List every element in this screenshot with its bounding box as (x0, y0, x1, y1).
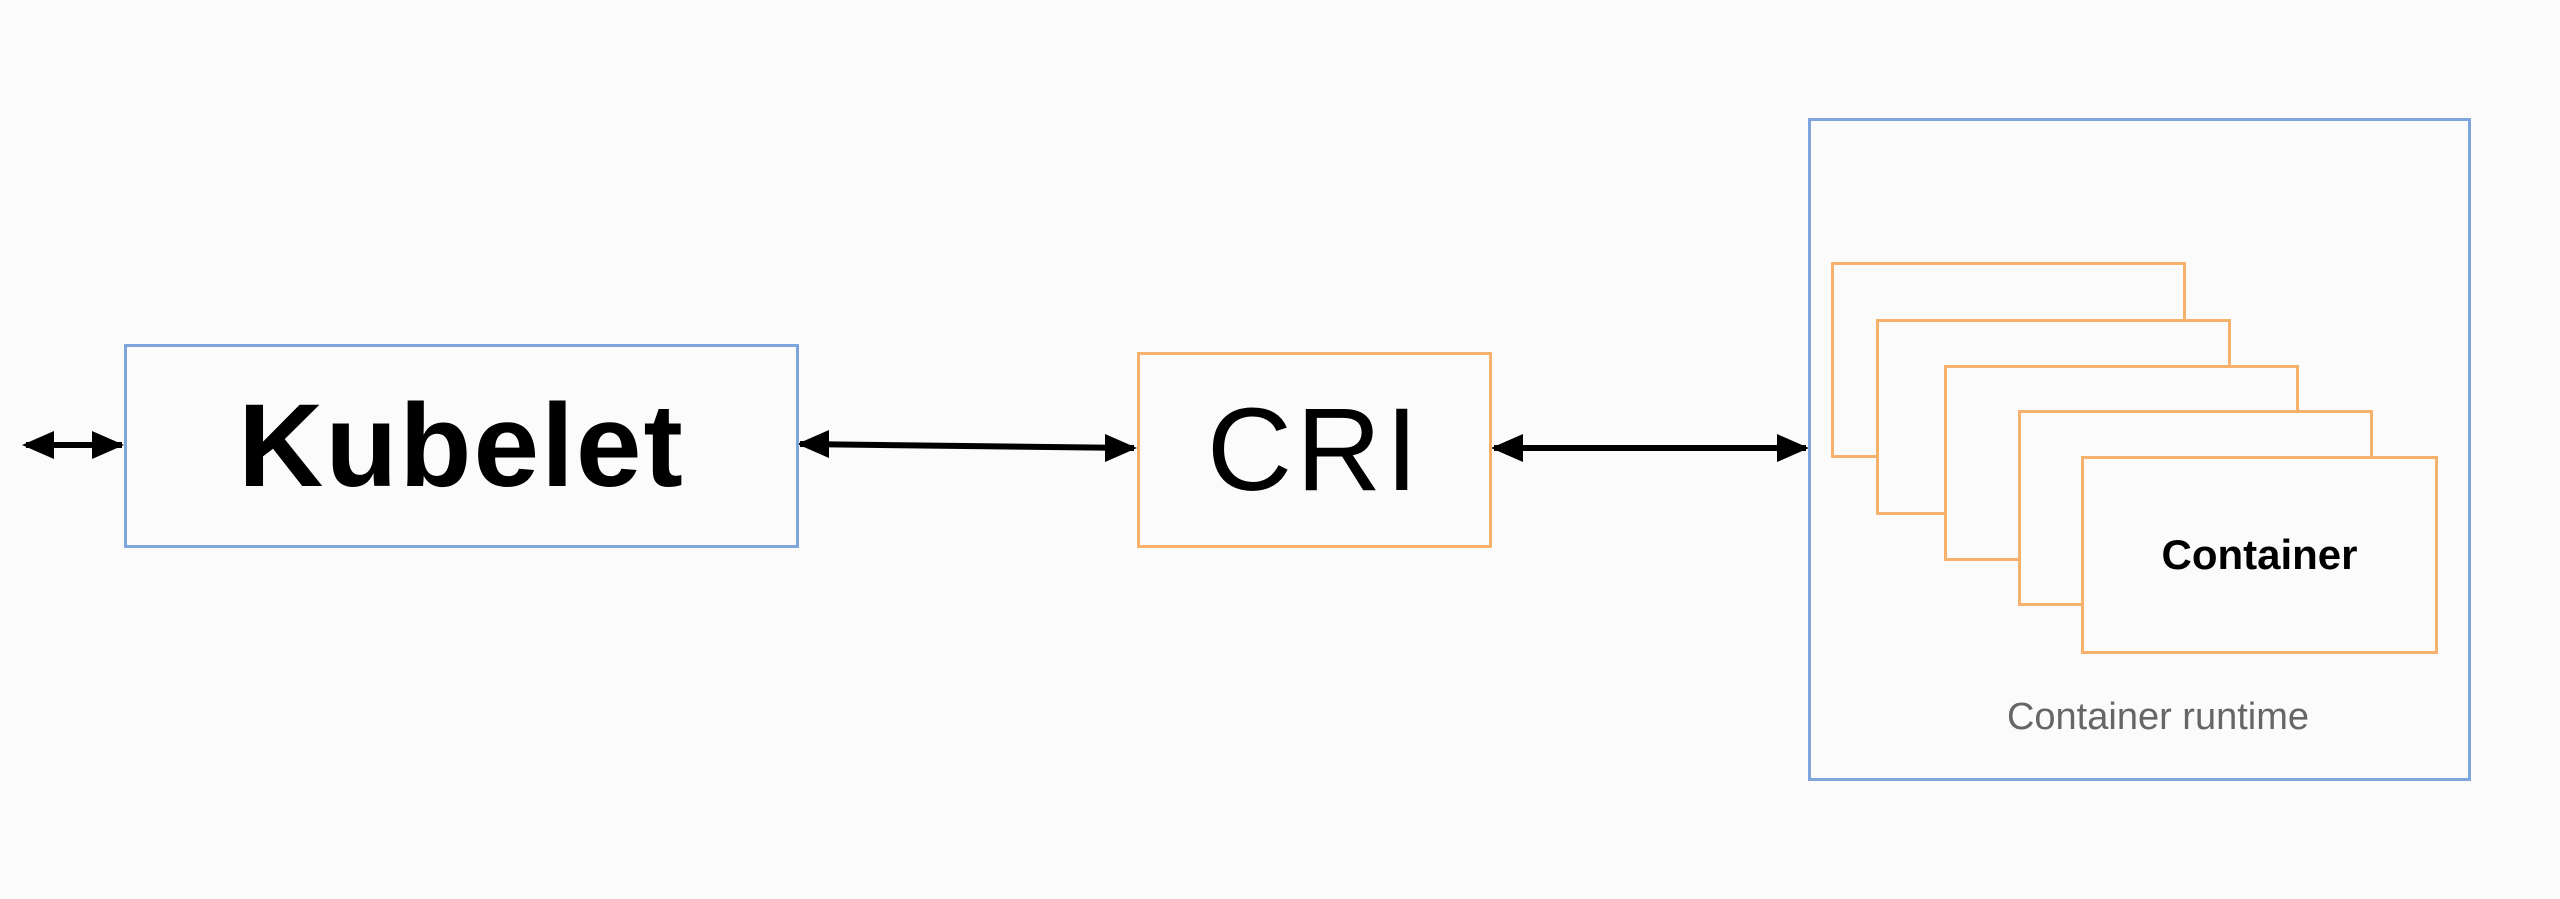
kubelet-label: Kubelet (238, 380, 685, 512)
container-runtime-label: Container runtime (2006, 696, 2310, 738)
cri-runtime-arrowhead-left (1491, 434, 1523, 462)
kubelet-box: Kubelet (124, 344, 799, 548)
container-runtime-box (1808, 118, 2471, 781)
external-arrowhead-left (22, 431, 54, 459)
kubelet-cri-arrow (799, 441, 1135, 451)
cri-label: CRI (1206, 384, 1423, 516)
container-card-front: Container (2081, 456, 2438, 654)
kubelet-cri-arrowhead-right (1105, 434, 1137, 462)
kubelet-cri-arrowhead-left (797, 430, 829, 458)
external-arrowhead-right (92, 431, 124, 459)
container-label: Container (2161, 531, 2358, 578)
cri-box: CRI (1137, 352, 1492, 548)
cri-runtime-arrowhead-right (1777, 434, 1809, 462)
